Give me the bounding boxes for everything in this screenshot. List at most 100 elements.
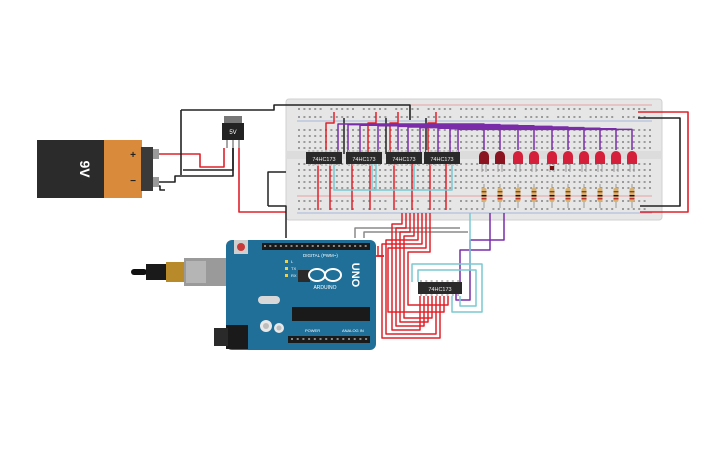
led-7[interactable] (579, 151, 589, 172)
led-3[interactable] (513, 151, 523, 172)
battery-plus-label: + (130, 150, 136, 161)
chip-74hc173-3[interactable]: 74HC173 (386, 150, 422, 166)
led-body (495, 151, 505, 164)
digital-header (262, 243, 370, 250)
lower-chip-pins (420, 280, 460, 296)
wire-cyan-lower-1[interactable] (417, 269, 477, 307)
resistor-1[interactable] (481, 184, 487, 208)
led-body (529, 151, 539, 164)
power-label: POWER (305, 328, 320, 333)
rx-label: RX (291, 273, 297, 278)
chip-label: 74HC173 (430, 157, 453, 163)
analog-power-header (288, 336, 370, 343)
resistor-7[interactable] (581, 184, 587, 208)
resistor-8[interactable] (597, 184, 603, 208)
led-1[interactable] (479, 151, 489, 172)
chip-label: 74HC173 (352, 157, 375, 163)
wire-rail-right-red (638, 111, 689, 213)
chip-74hc173-4[interactable]: 74HC173 (424, 150, 460, 166)
lower-chip-label: 74HC173 (428, 287, 451, 293)
resistor-5[interactable] (549, 184, 555, 208)
wire-purple-led-9[interactable] (457, 128, 633, 154)
led-body (579, 151, 589, 164)
led-4[interactable] (529, 151, 539, 172)
l-label: L (291, 259, 294, 264)
led-array[interactable] (479, 151, 637, 172)
led-8[interactable] (595, 151, 605, 172)
resistor-array[interactable] (481, 184, 635, 208)
breadboard[interactable] (285, 98, 663, 221)
voltage-regulator[interactable]: 5V (222, 116, 244, 148)
wire-red-harness-3[interactable] (403, 213, 433, 319)
chip-74hc173-2[interactable]: 74HC173 (346, 150, 382, 166)
chip-body (424, 152, 460, 164)
led-body (595, 151, 605, 164)
wire-cyan-lower-0[interactable] (411, 263, 483, 313)
wire-rail-right-black (638, 117, 681, 207)
regulator-label: 5V (229, 130, 236, 136)
power-jack (226, 325, 248, 349)
wire-arduino-gnd (268, 205, 287, 238)
crystal (258, 296, 280, 304)
wire-red-top-1[interactable] (367, 112, 377, 154)
wire-red-top-3[interactable] (427, 112, 437, 154)
analog-label: ANALOG IN (342, 328, 364, 333)
wire-red-harness-0[interactable] (391, 213, 421, 331)
atmega-chip (292, 307, 370, 321)
led-2[interactable] (495, 151, 505, 172)
resistor-4[interactable] (531, 184, 537, 208)
battery-minus-label: − (130, 176, 136, 187)
usb-cable[interactable] (131, 258, 226, 286)
tx-label: TX (291, 266, 296, 271)
header-pins (264, 245, 368, 340)
led-body (611, 151, 621, 164)
wire-battery-negative (159, 148, 234, 183)
wire-red-arduino-2[interactable] (377, 246, 384, 257)
wire-red-harness-5[interactable] (381, 213, 441, 339)
lower-chip[interactable]: 74HC173 (418, 280, 462, 296)
led-body (547, 151, 557, 164)
chip-body (346, 152, 382, 164)
wires[interactable] (159, 104, 689, 339)
breadboard-chips[interactable]: 74HC173 74HC173 74HC173 74HC173 (306, 150, 460, 166)
wire-battery-positive (159, 148, 225, 168)
wire-bundle[interactable] (317, 112, 633, 339)
chip-74hc173-1[interactable]: 74HC173 (306, 150, 342, 166)
chip-body (306, 152, 342, 164)
wire-purple-lower-0[interactable] (459, 213, 491, 282)
resistor-6[interactable] (565, 184, 571, 208)
wire-red-top-2[interactable] (389, 112, 399, 154)
led-selected-marker (550, 166, 554, 170)
wire-purple-lower-1[interactable] (455, 213, 505, 301)
led-9[interactable] (611, 151, 621, 172)
led-6[interactable] (563, 151, 573, 172)
wire-cyan-0[interactable] (333, 160, 377, 191)
led-body (627, 151, 637, 164)
chip-label: 74HC173 (392, 157, 415, 163)
resistor-3[interactable] (515, 184, 521, 208)
wire-arduino-gray (354, 227, 460, 238)
led-body (563, 151, 573, 164)
wire-cyan-2[interactable] (413, 160, 453, 191)
chip-body (386, 152, 422, 164)
wire-red-harness-4[interactable] (385, 213, 437, 335)
resistor-9[interactable] (613, 184, 619, 208)
battery-9v[interactable]: 9V + − (37, 140, 159, 198)
battery-label: 9V (77, 160, 93, 178)
arduino-logo-icon (308, 268, 342, 282)
resistor-2[interactable] (497, 184, 503, 208)
chip-label: 74HC173 (312, 157, 335, 163)
arduino-model: UNO (349, 263, 361, 288)
digital-label: DIGITAL (PWM~) (303, 253, 338, 258)
wire-red-harness-1[interactable] (395, 213, 425, 327)
wire-red-harness-6[interactable] (387, 213, 445, 313)
wire-red-top-0[interactable] (325, 112, 335, 154)
led-body (513, 151, 523, 164)
wire-5v-rail (238, 148, 286, 213)
wire-red-harness-7[interactable] (407, 213, 449, 306)
wire-gnd-rail (181, 104, 411, 120)
arduino-uno[interactable]: L TX RX DIGITAL (PWM~) POWER ANALOG IN A… (131, 240, 376, 350)
resistor-10[interactable] (629, 184, 635, 208)
led-10[interactable] (627, 151, 637, 172)
